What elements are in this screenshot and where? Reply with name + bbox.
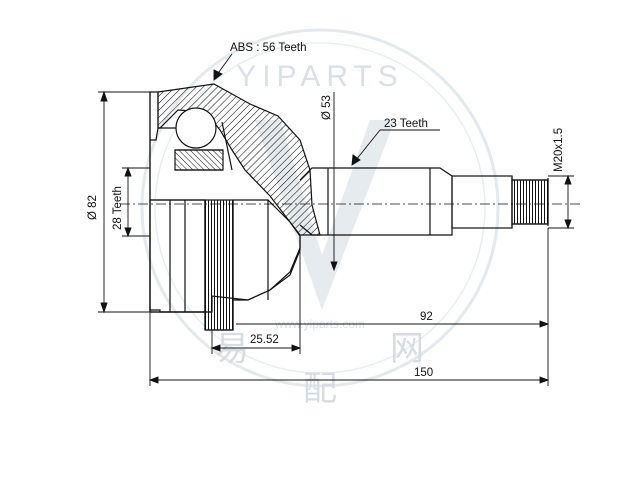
watermark-cjk-right: 网 (390, 329, 424, 369)
outer-spline (451, 175, 513, 229)
label-28-teeth: 28 Teeth (112, 186, 124, 230)
labels: ABS : 56 Teeth 23 Teeth 28 Teeth Ø 82 Ø … (87, 42, 565, 379)
watermark-cjk-bottom: 配 (303, 369, 337, 409)
watermark-brand: YIPARTS (236, 60, 404, 93)
label-diameter-82: Ø 82 (87, 195, 99, 220)
abs-ring (204, 199, 234, 331)
label-23-teeth: 23 Teeth (384, 118, 428, 130)
stem-shaft (299, 167, 453, 236)
label-diameter-53: Ø 53 (321, 95, 333, 120)
watermark-cjk-left: 易 (215, 329, 249, 369)
dimensions (98, 53, 574, 386)
label-abs-teeth: ABS : 56 Teeth (230, 42, 307, 54)
thread (511, 179, 549, 225)
inner-race (174, 149, 224, 171)
label-thread-m20: M20x1.5 (553, 128, 565, 172)
label-length-150: 150 (414, 367, 433, 379)
label-length-92: 92 (420, 311, 433, 323)
label-offset-25-52: 25.52 (250, 334, 279, 346)
ball (175, 107, 217, 149)
cv-joint-part (149, 83, 549, 331)
